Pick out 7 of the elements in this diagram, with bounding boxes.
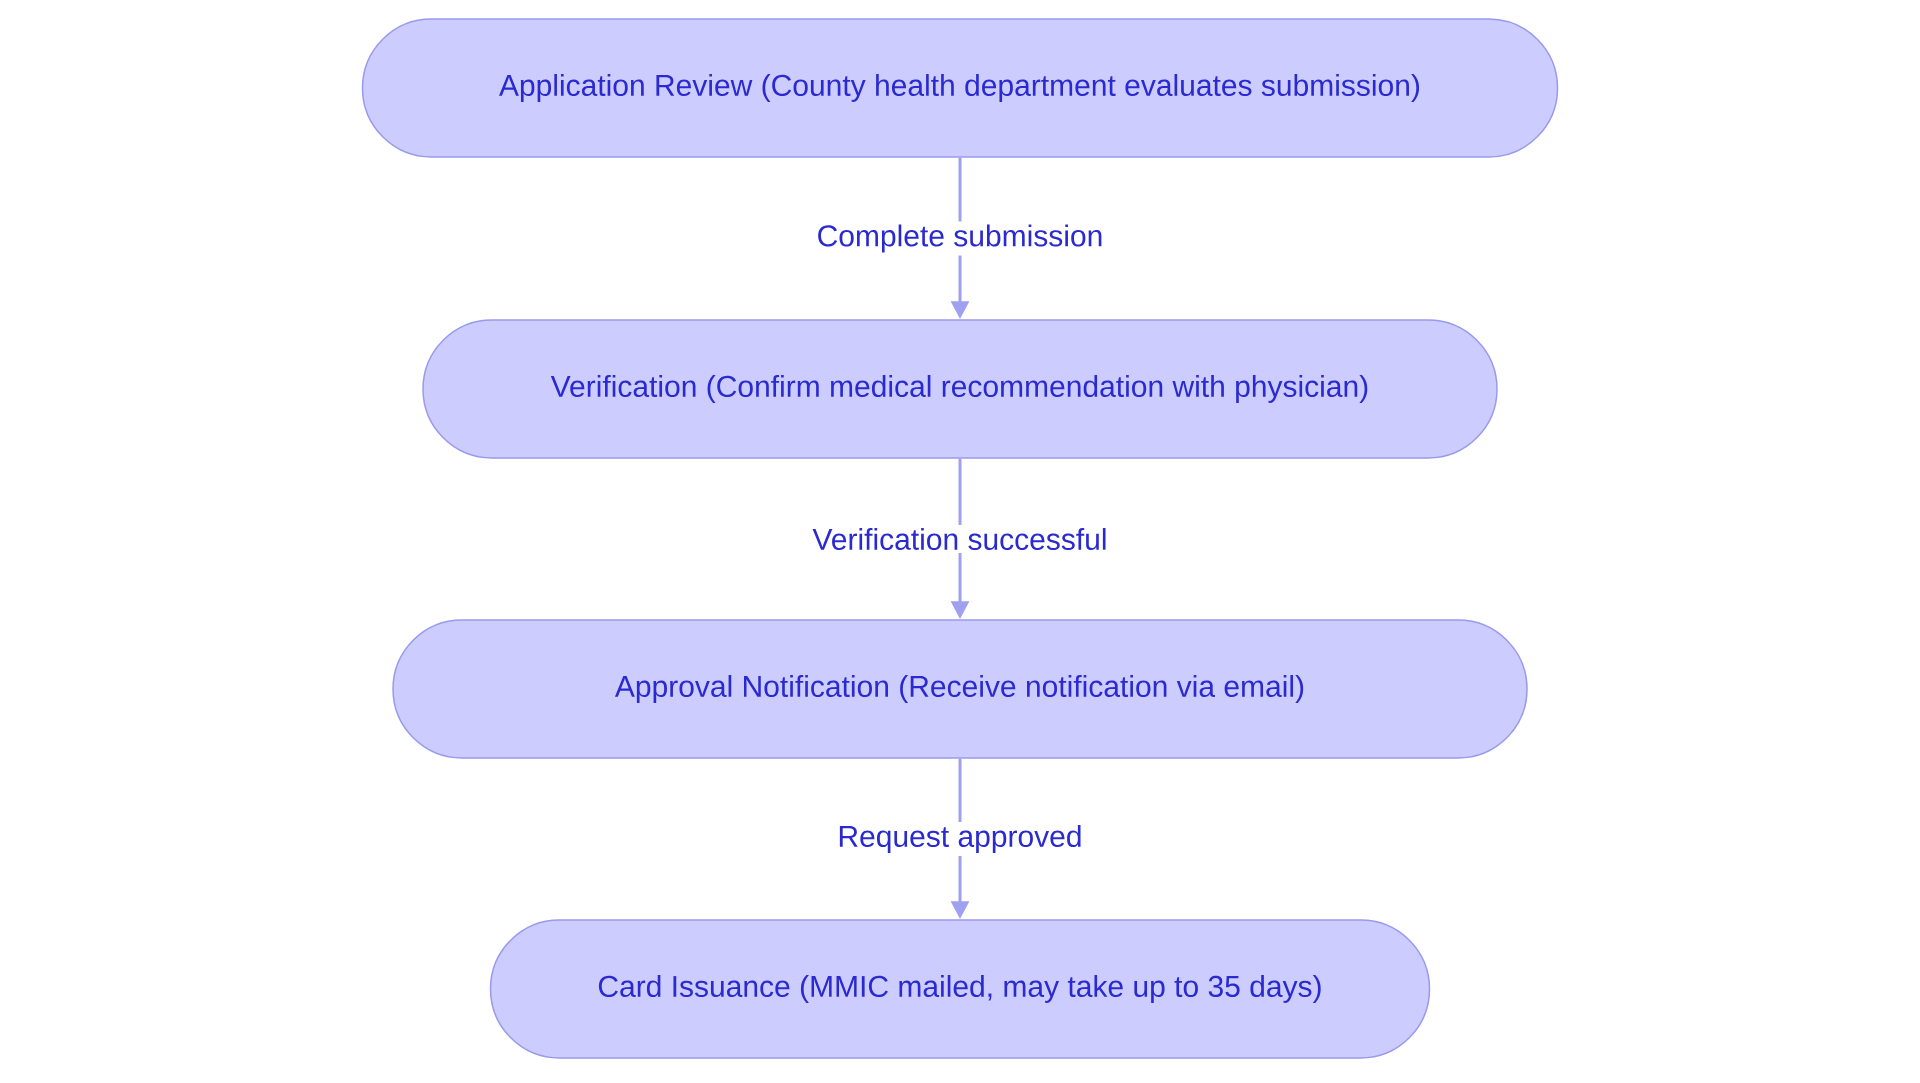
edge-label: Request approved bbox=[839, 825, 1081, 853]
edge-label: Complete submission bbox=[818, 224, 1102, 253]
edge-label: Verification successful bbox=[812, 527, 1106, 550]
process-box: Verification (Confirm medical recommendation with physician) bbox=[422, 319, 1498, 459]
process-box: Card Issuance (MMIC mailed, may take up to 35 days) bbox=[489, 919, 1431, 1059]
process-box: Approval Notification (Receive notification via email) bbox=[392, 619, 1528, 759]
process-box: Application Review (County health department evaluates submission) bbox=[361, 18, 1559, 158]
